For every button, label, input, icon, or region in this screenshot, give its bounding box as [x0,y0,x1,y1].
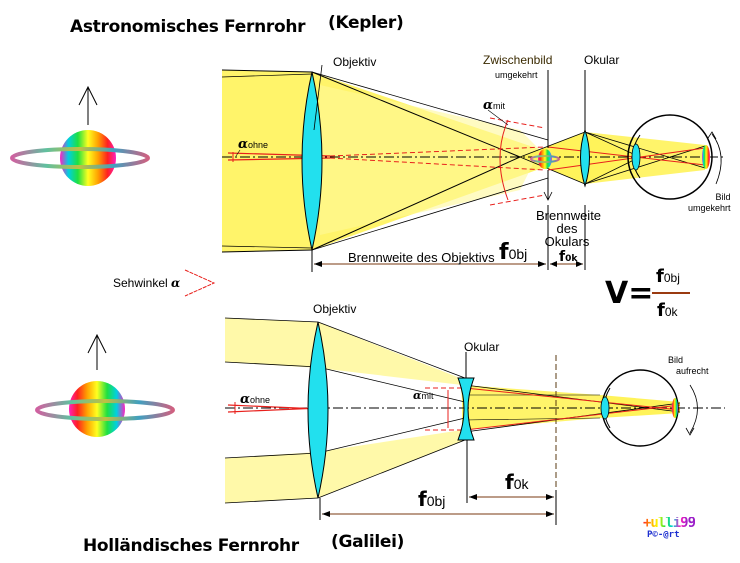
alpha-symbol: α [413,389,422,402]
retina-label-line1: Bild [715,192,731,202]
galilei-retina-image-label: Bild aufrecht [668,355,709,377]
galilei-eye [600,369,698,447]
galilei-f-obj: f0bj [418,487,445,511]
galilei-alpha-without: αohne [240,392,270,407]
retina-label-line2: umgekehrt [688,203,731,213]
kepler-eyepiece-focal-label: Brennweite des Okulars [536,208,602,249]
galilei-title: Holländisches Fernrohr [83,536,299,556]
kepler-eyepiece-label: Okular [584,53,620,67]
magnification-lhs: V= [605,276,654,311]
f-sub: 0k [565,254,578,264]
galilei-objective-lens [307,321,329,499]
f-sub: 0k [664,305,678,319]
logo-bottom-text: P©-@rt [647,530,680,540]
kepler-diagram [221,64,725,272]
visual-angle-label: Sehwinkel α [113,276,180,290]
alpha-sub: ohne [250,395,271,405]
galilei-diagram [224,317,725,525]
galilei-lower-beam [225,452,318,503]
logo-top-text: +ulli99 [643,515,696,531]
galilei-alpha-with: αmit [413,389,433,402]
kepler-f-obj: f0bj [499,240,527,265]
alpha-symbol: α [238,137,249,152]
galilei-eyepiece-label: Okular [464,340,500,354]
galilei-converging-beam [318,322,465,498]
formula-denominator: f0k [657,300,678,321]
galilei-f-ok: f0k [505,470,529,494]
galilei-upper-beam [225,318,318,368]
author-logo: +ulli99 P©-@rt [643,515,696,541]
saturn-top [10,85,150,186]
kepler-eyepiece-lens [580,128,590,188]
eyepiece-focal-line1: Brennweite [536,208,602,223]
visual-angle-text: Sehwinkel [113,276,168,290]
kepler-incoming-beam [222,70,312,252]
kepler-alpha-with: αmit [483,98,505,113]
f-sub: 0bj [663,271,680,285]
galilei-inventor: (Galilei) [331,532,405,552]
f-symbol: f [499,240,509,265]
kepler-f-ok: f0k [559,249,577,265]
formula-numerator: f0bj [656,266,680,287]
kepler-intermediate-image [530,149,560,169]
f-symbol: f [418,487,427,511]
f-symbol: f [505,470,514,494]
kepler-title: Astronomisches Fernrohr [70,17,306,37]
kepler-intermediate-image-label: Zwischenbild [483,53,553,67]
galilei-eyepiece-lens [457,377,475,441]
galilei-objective-label: Objektiv [313,302,357,316]
alpha-sub: mit [493,101,506,111]
saturn-bottom [35,333,175,437]
f-symbol: f [656,266,664,287]
alpha-sub: ohne [248,140,269,150]
kepler-eye [627,114,722,200]
kepler-converging-beam-2 [320,85,540,235]
kepler-alpha-without: αohne [238,137,268,152]
f-sub: 0bj [426,493,446,509]
retina-label-line2: aufrecht [676,366,709,376]
retina-label-line1: Bild [668,355,684,365]
alpha-symbol: α [240,392,251,407]
kepler-objective-focal-label: Brennweite des Objektivs [348,250,495,265]
eyepiece-focal-line2: des [556,221,578,236]
kepler-intermediate-image-note: umgekehrt [495,70,538,80]
kepler-inventor: (Kepler) [328,13,404,33]
alpha-symbol: α [483,98,494,113]
kepler-objective-label: Objektiv [333,55,377,69]
f-symbol: f [559,249,566,265]
kepler-retina-image-label: Bild umgekehrt [688,192,731,214]
alpha-sub: mit [421,391,434,401]
visual-angle-alpha: α [171,276,181,290]
f-sub: 0k [513,476,529,492]
f-sub: 0bj [508,246,528,262]
eyepiece-focal-line3: Okulars [544,234,590,249]
visual-angle-symbol [184,269,216,297]
f-symbol: f [657,300,665,321]
